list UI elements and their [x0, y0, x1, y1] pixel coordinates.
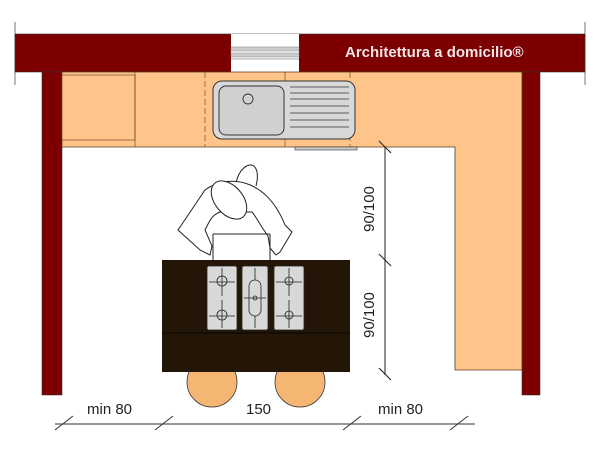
left-wall — [41, 71, 63, 396]
l-shaped-counter — [61, 71, 523, 371]
island-width-label: 150 — [246, 401, 271, 418]
person-figure — [177, 164, 293, 262]
cooktop — [206, 265, 305, 331]
corner-cabinet — [61, 74, 136, 141]
sink — [212, 80, 358, 151]
aisle-depth-label: 90/100 — [361, 186, 378, 232]
left-clearance-label: min 80 — [87, 401, 132, 418]
horizontal-dimension — [54, 415, 475, 431]
top-wall — [14, 33, 586, 73]
right-wall — [521, 71, 541, 396]
island-depth-label: 90/100 — [361, 292, 378, 338]
window — [230, 34, 300, 72]
right-clearance-label: min 80 — [378, 401, 423, 418]
brand-logo-text: Architettura a domicilio® — [345, 44, 524, 61]
vertical-dimension — [378, 140, 392, 381]
